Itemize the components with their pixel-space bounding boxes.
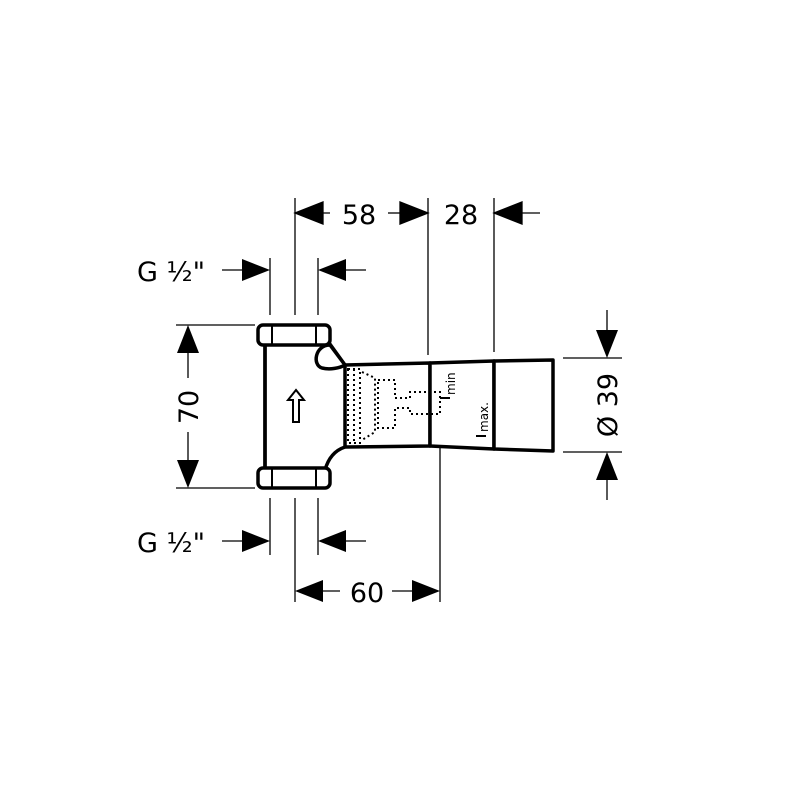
thread-bottom-label: G ½"	[137, 528, 205, 559]
bottom-nut	[256, 466, 332, 490]
top-nut	[256, 323, 332, 347]
dimension-thread-bottom	[222, 530, 366, 552]
dimension-60	[295, 580, 440, 602]
dim-60: 60	[350, 578, 384, 609]
valve-body	[256, 323, 555, 490]
dimension-diameter-39	[596, 310, 618, 500]
dimension-thread-top	[222, 259, 366, 281]
dimension-70	[177, 325, 199, 488]
max-label: max.	[477, 402, 491, 432]
dim-58: 58	[342, 200, 376, 231]
dimension-58-28	[293, 201, 540, 225]
dim-28: 28	[444, 200, 478, 231]
min-label: min	[444, 372, 458, 395]
extension-lines	[176, 198, 622, 602]
dim-70: 70	[174, 390, 205, 424]
thread-top-label: G ½"	[137, 257, 205, 288]
dim-diameter-39: Ø 39	[593, 373, 624, 437]
flow-arrow-icon	[285, 388, 307, 423]
